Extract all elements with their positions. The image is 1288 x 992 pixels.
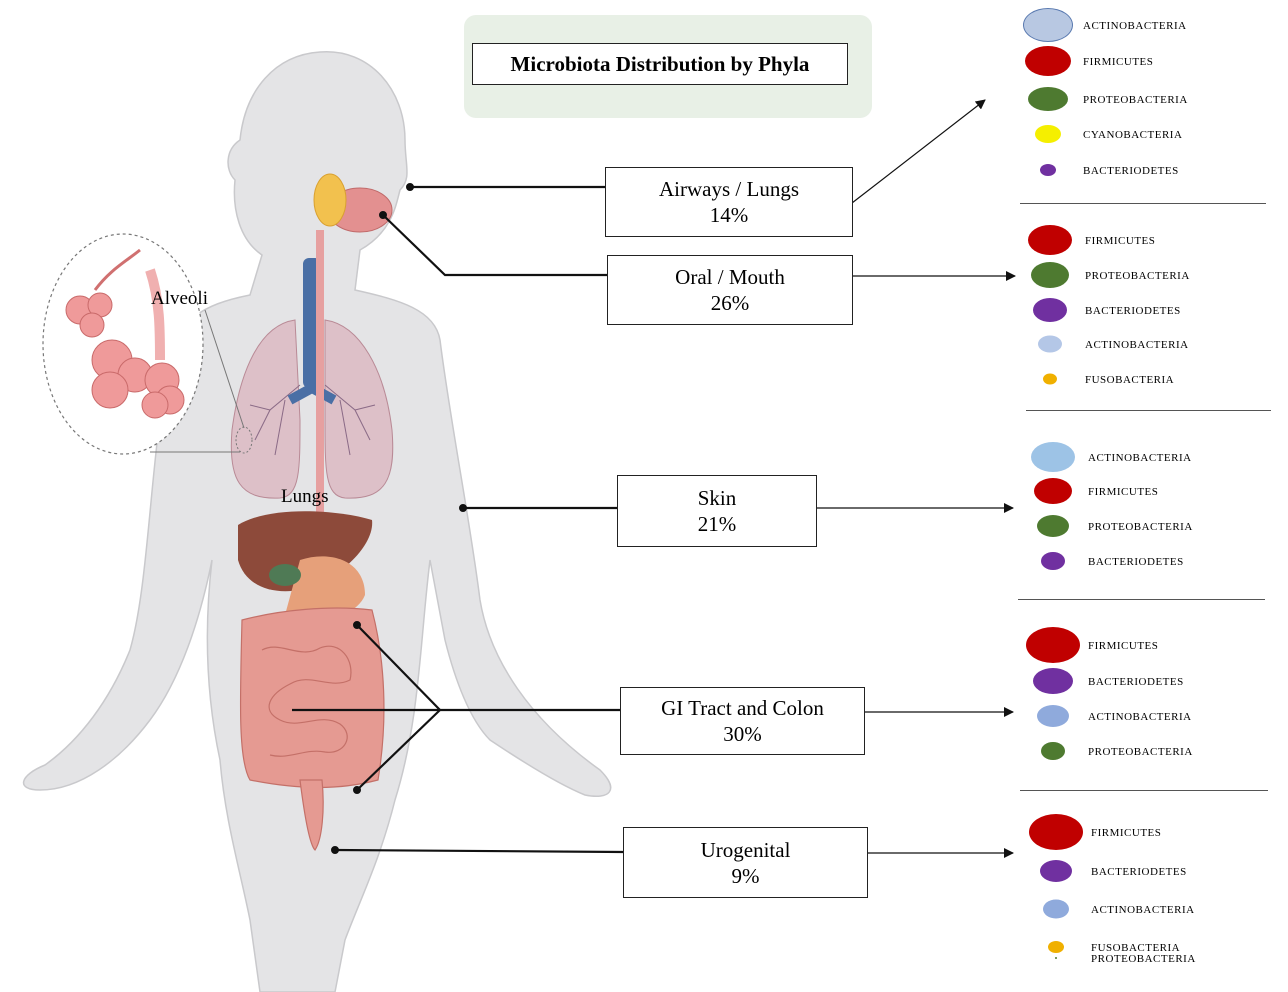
legend-separator [1020, 790, 1268, 791]
phylum-dot [1041, 552, 1065, 570]
legend-separator [1020, 203, 1266, 204]
phylum-label: BACTERIODETES [1083, 161, 1179, 179]
phylum-label: PROTEOBACTERIA [1091, 949, 1196, 967]
phylum-dot [1040, 860, 1072, 882]
phylum-dot [1040, 164, 1056, 176]
phylum-dot [1035, 125, 1061, 143]
phylum-label: FIRMICUTES [1088, 482, 1158, 500]
phylum-label: PROTEOBACTERIA [1088, 517, 1193, 535]
phylum-label: BACTERIODETES [1085, 301, 1181, 319]
phylum-label: FIRMICUTES [1085, 231, 1155, 249]
phylum-label: ACTINOBACTERIA [1088, 448, 1192, 466]
region-box-gi: GI Tract and Colon 30% [620, 687, 865, 755]
phylum-label: FIRMICUTES [1083, 52, 1153, 70]
region-name: GI Tract and Colon [661, 695, 824, 721]
phylum-dot [1031, 262, 1069, 288]
phylum-dot [1031, 442, 1075, 472]
legend-item: PROTEOBACTERIA [1018, 733, 1193, 769]
phylum-dot [1025, 46, 1071, 76]
phylum-label: BACTERIODETES [1091, 862, 1187, 880]
region-name: Urogenital [701, 837, 791, 863]
phylum-dot [1029, 814, 1083, 850]
phylum-dot [1055, 957, 1057, 959]
phylum-label: ACTINOBACTERIA [1091, 900, 1195, 918]
legend-item: FIRMICUTES [1018, 473, 1158, 509]
legend-item: ACTINOBACTERIA [1018, 698, 1192, 734]
region-box-urogenital: Urogenital 9% [623, 827, 868, 898]
region-percent: 30% [723, 721, 762, 747]
legend-item: PROTEOBACTERIA [1018, 508, 1193, 544]
phylum-dot [1037, 515, 1069, 537]
phylum-dot [1034, 478, 1072, 504]
legend-item: ACTINOBACTERIA [1013, 7, 1187, 43]
legend-item: FIRMICUTES [1021, 814, 1161, 850]
legend-item: FIRMICUTES [1015, 222, 1155, 258]
phylum-label: ACTINOBACTERIA [1085, 335, 1189, 353]
phylum-label: FIRMICUTES [1091, 823, 1161, 841]
legend-item: FIRMICUTES [1018, 627, 1158, 663]
phylum-dot [1043, 374, 1057, 385]
phylum-dot [1028, 225, 1072, 255]
phylum-dot [1023, 8, 1073, 42]
region-box-oral: Oral / Mouth 26% [607, 255, 853, 325]
phylum-dot [1026, 627, 1080, 663]
phylum-label: BACTERIODETES [1088, 552, 1184, 570]
legend-item: ACTINOBACTERIA [1021, 891, 1195, 927]
phylum-label: FIRMICUTES [1088, 636, 1158, 654]
legend-item: ACTINOBACTERIA [1015, 326, 1189, 362]
phylum-label: ACTINOBACTERIA [1088, 707, 1192, 725]
legend-item: CYANOBACTERIA [1013, 116, 1182, 152]
diagram-title: Microbiota Distribution by Phyla [472, 43, 848, 85]
region-box-skin: Skin 21% [617, 475, 817, 547]
legend-separator [1018, 599, 1265, 600]
phylum-label: ACTINOBACTERIA [1083, 16, 1187, 34]
phylum-dot [1043, 900, 1069, 919]
legend-separator [1026, 410, 1271, 411]
legend-item: PROTEOBACTERIA [1021, 948, 1196, 968]
legend-item: BACTERIODETES [1021, 853, 1187, 889]
legend-item: PROTEOBACTERIA [1015, 257, 1190, 293]
phylum-label: PROTEOBACTERIA [1083, 90, 1188, 108]
region-percent: 9% [732, 863, 760, 889]
phylum-label: BACTERIODETES [1088, 672, 1184, 690]
region-percent: 26% [711, 290, 750, 316]
legend-item: FIRMICUTES [1013, 43, 1153, 79]
legend-item: ACTINOBACTERIA [1018, 439, 1192, 475]
region-percent: 21% [698, 511, 737, 537]
alveoli-label: Alveoli [151, 288, 208, 310]
legend-item: BACTERIODETES [1018, 663, 1184, 699]
region-box-airways: Airways / Lungs 14% [605, 167, 853, 237]
region-name: Airways / Lungs [659, 176, 799, 202]
region-name: Oral / Mouth [675, 264, 785, 290]
phylum-label: PROTEOBACTERIA [1088, 742, 1193, 760]
legend-item: BACTERIODETES [1013, 152, 1179, 188]
phylum-dot [1028, 87, 1068, 111]
phylum-dot [1033, 668, 1073, 694]
phylum-dot [1037, 705, 1069, 727]
phylum-label: FUSOBACTERIA [1085, 370, 1174, 388]
lungs-label: Lungs [281, 486, 329, 508]
legend-item: PROTEOBACTERIA [1013, 81, 1188, 117]
phylum-dot [1041, 742, 1065, 760]
legend-item: FUSOBACTERIA [1015, 361, 1174, 397]
phylum-label: PROTEOBACTERIA [1085, 266, 1190, 284]
phylum-dot [1038, 336, 1062, 353]
legend-item: BACTERIODETES [1015, 292, 1181, 328]
region-percent: 14% [710, 202, 749, 228]
legend-item: BACTERIODETES [1018, 543, 1184, 579]
region-name: Skin [698, 485, 737, 511]
phylum-label: CYANOBACTERIA [1083, 125, 1182, 143]
phylum-dot [1033, 298, 1067, 322]
